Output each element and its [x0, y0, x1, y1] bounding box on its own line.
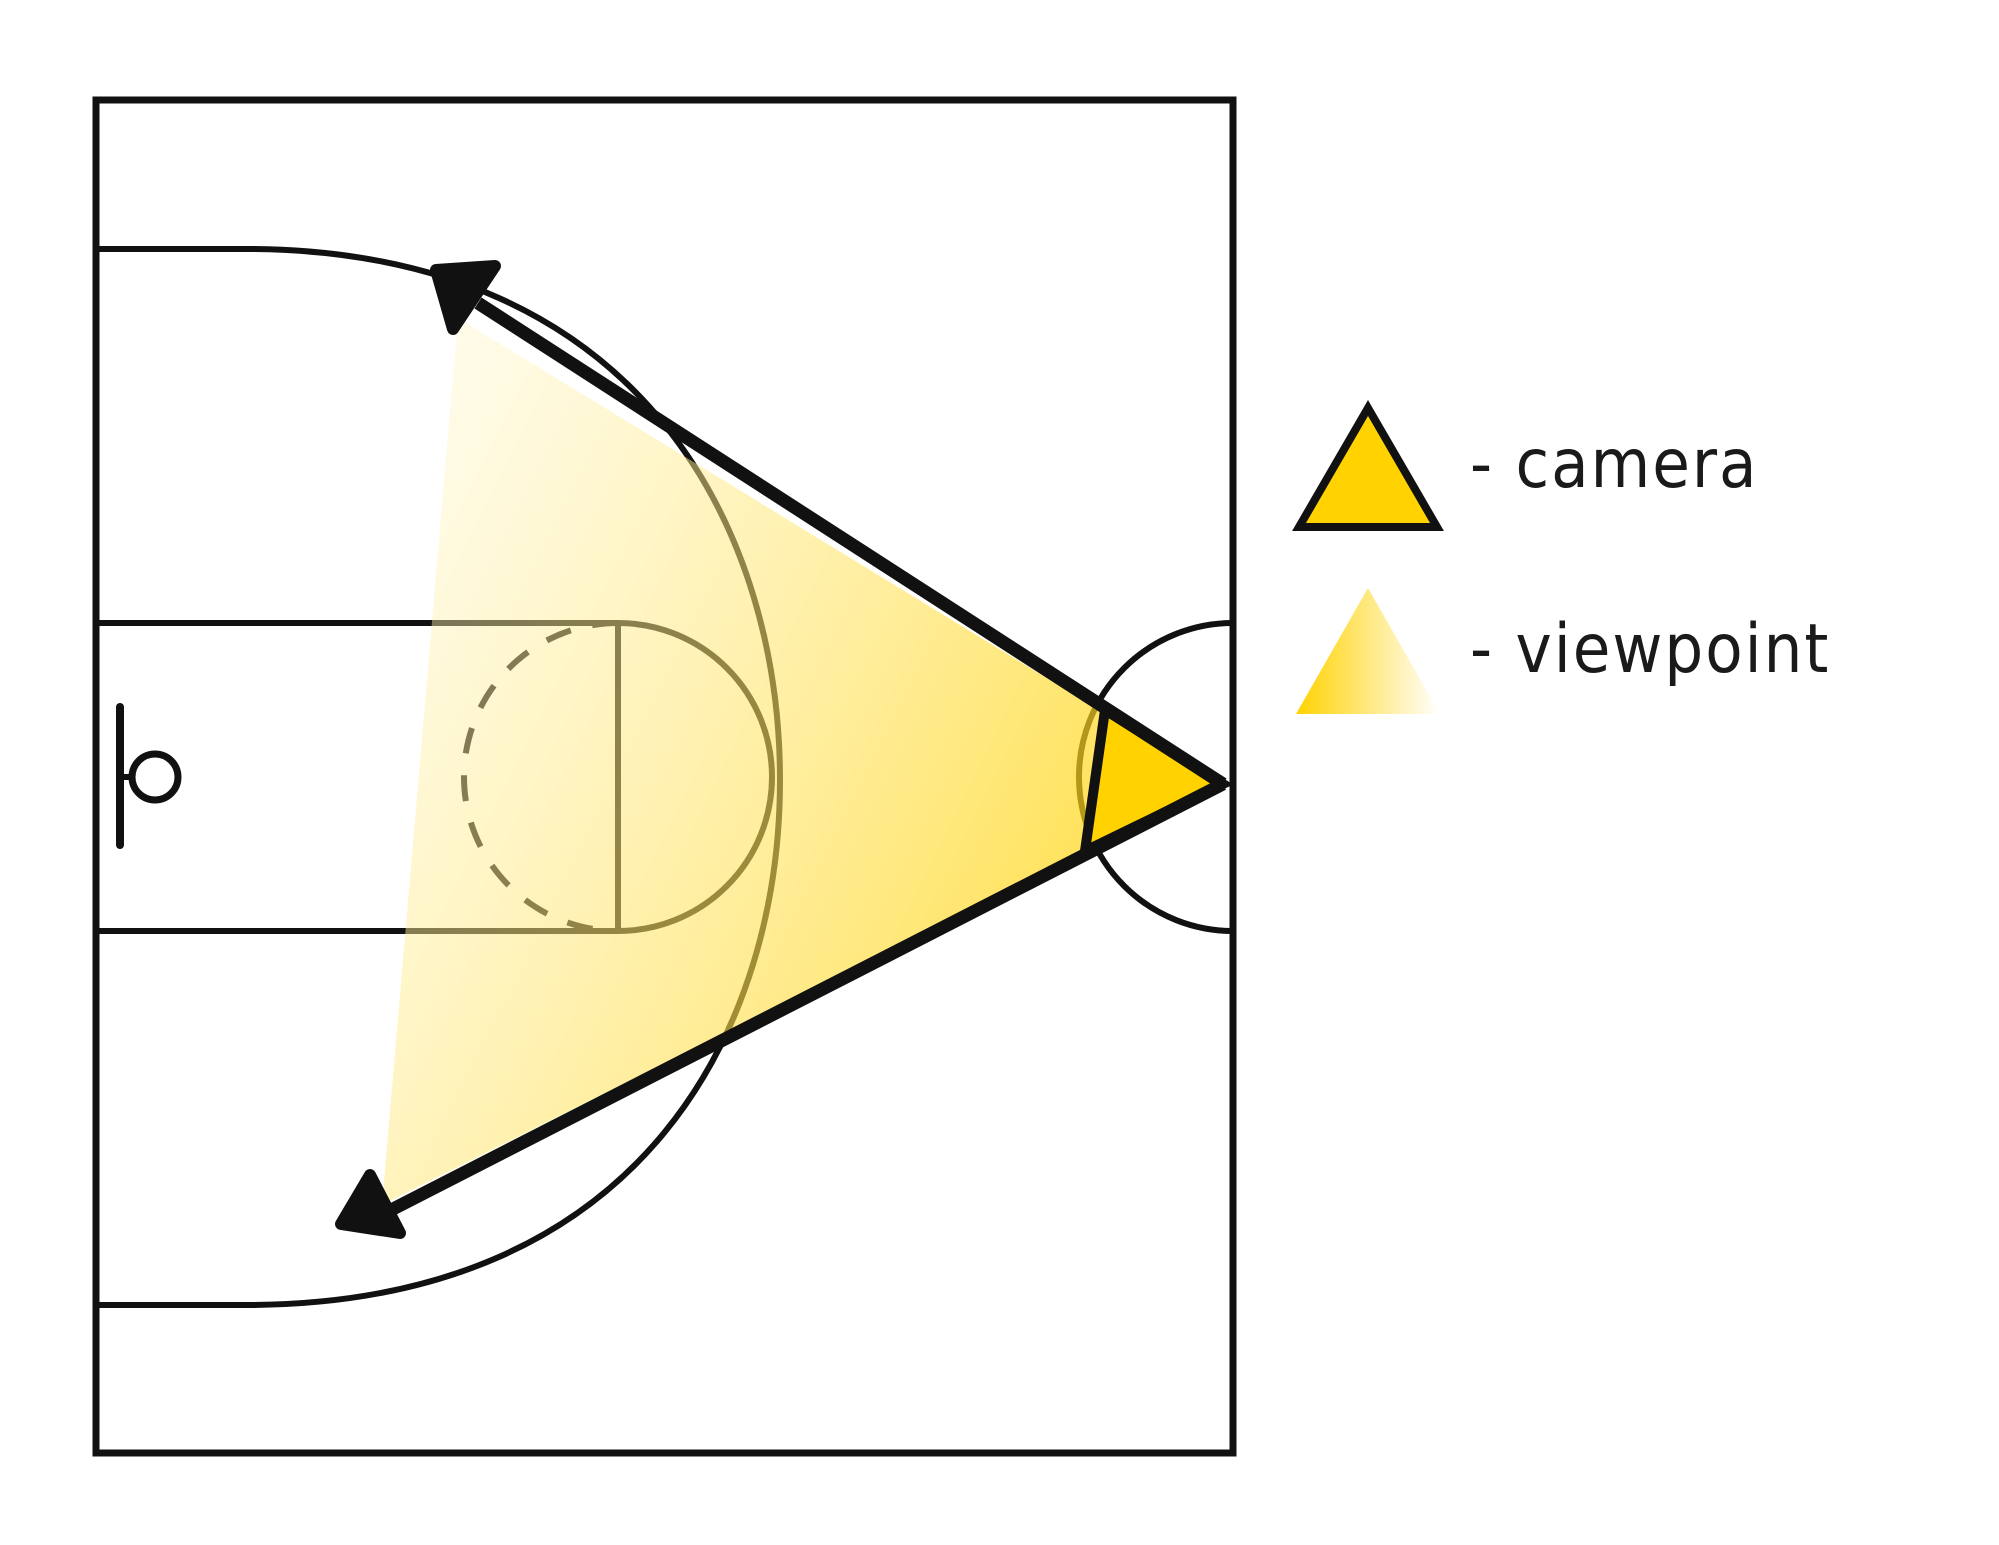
viewpoint-cone [382, 318, 1220, 1205]
arrowhead-bottom [335, 1169, 406, 1239]
view-line-bottom [390, 778, 1226, 1215]
legend-camera-label: - camera [1470, 425, 1759, 504]
court-boundary [92, 96, 1237, 1457]
legend-viewpoint-label: - viewpoint [1470, 610, 1830, 689]
legend-camera-icon [1292, 400, 1444, 531]
view-line-top [474, 297, 1227, 790]
legend-viewpoint-icon [1296, 588, 1440, 714]
camera-triangle [1078, 701, 1234, 860]
hoop [128, 750, 182, 804]
arrowhead-top [430, 260, 501, 335]
